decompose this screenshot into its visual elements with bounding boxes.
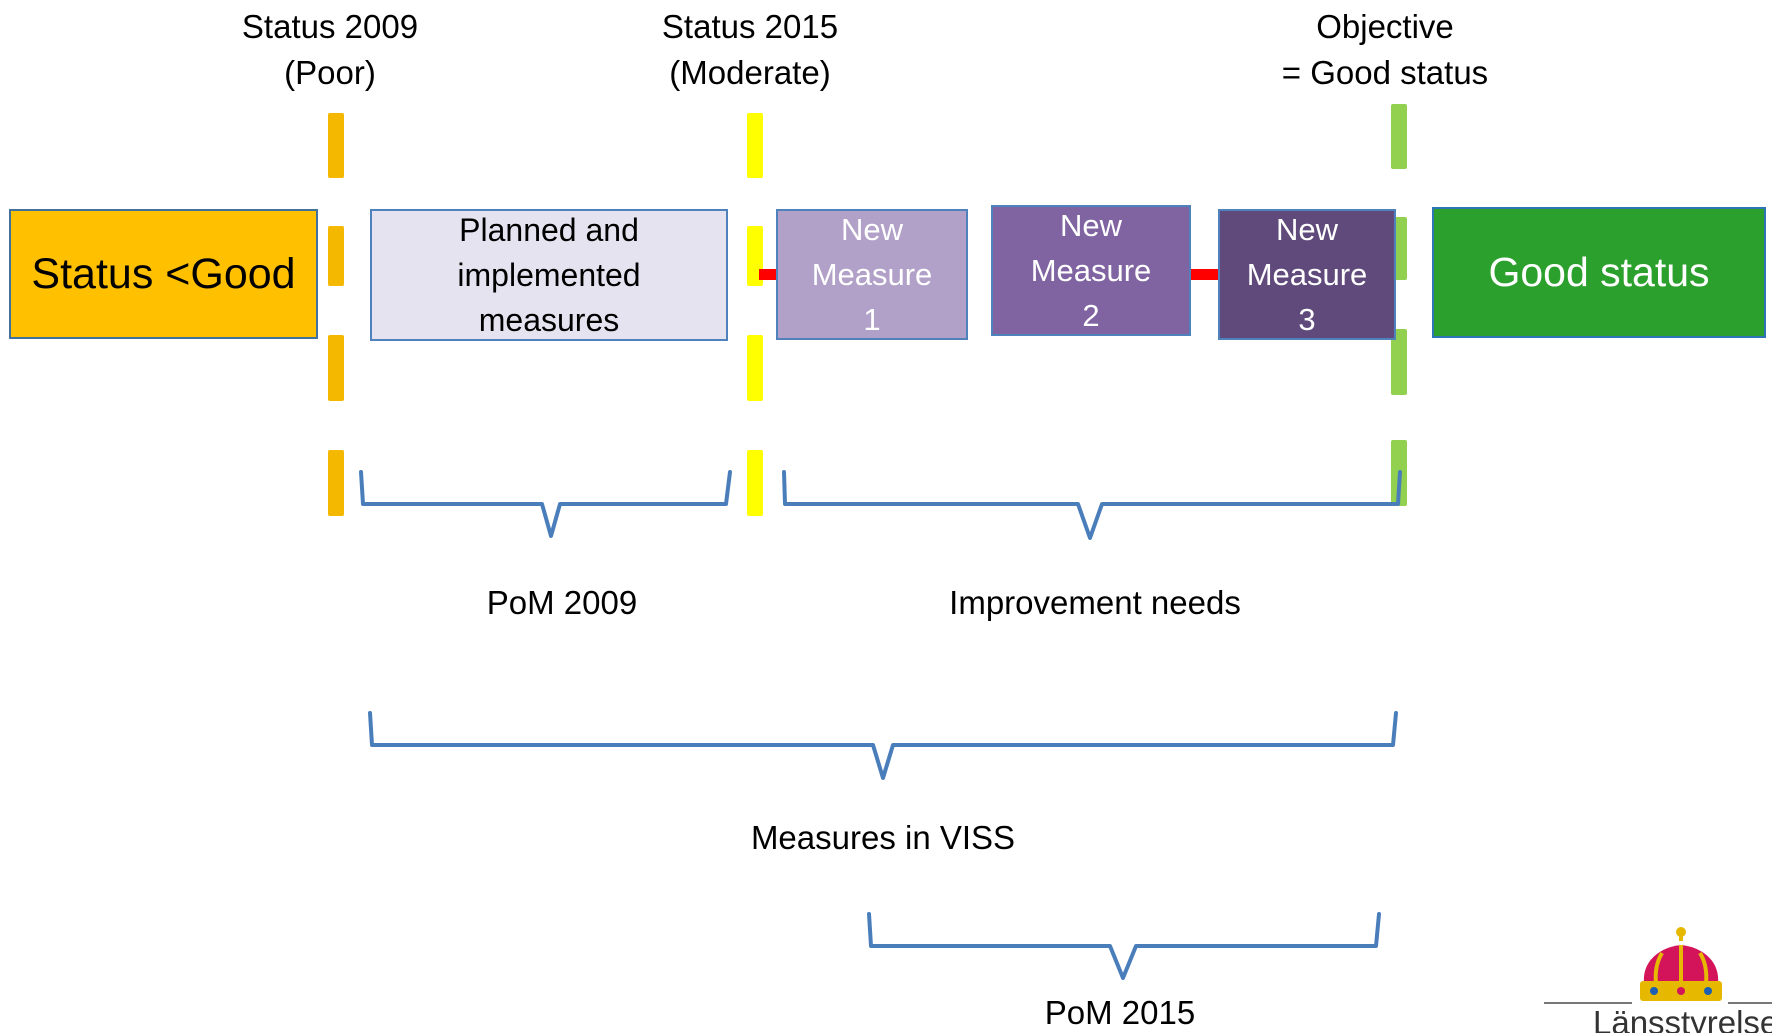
box-label-line1: New bbox=[1275, 212, 1338, 247]
connector-measure-2-to-measure-3 bbox=[1191, 269, 1219, 280]
dash-segment bbox=[328, 450, 344, 516]
brace-pom-2015 bbox=[867, 912, 1381, 980]
crown-icon bbox=[1544, 927, 1772, 1004]
marker-label-line2: (Moderate) bbox=[669, 54, 831, 91]
marker-label-line2: (Poor) bbox=[284, 54, 376, 91]
brace-improvement-needs bbox=[782, 470, 1402, 540]
dash-segment bbox=[328, 226, 344, 286]
box-label: Good status bbox=[1488, 249, 1710, 295]
brace-label-pom-2015: PoM 2015 bbox=[1044, 994, 1196, 1031]
box-label-line1: Planned and bbox=[459, 211, 639, 248]
box-label-line2: Measure bbox=[811, 257, 933, 292]
marker-label-line2: = Good status bbox=[1281, 54, 1489, 91]
marker-label-line1: Status 2009 bbox=[241, 8, 419, 45]
box-label-line2: Measure bbox=[1246, 257, 1368, 292]
box-planned-measures: Planned and implemented measures bbox=[370, 209, 728, 341]
marker-label-objective: Objective = Good status bbox=[1235, 4, 1535, 96]
box-label-line3: 2 bbox=[1082, 298, 1100, 333]
box-new-measure-3: New Measure 3 bbox=[1218, 209, 1396, 340]
connector-moderate-to-measure-1 bbox=[759, 269, 776, 280]
box-status-less-good: Status <Good bbox=[9, 209, 318, 339]
logo-wordmark: Länsstyrelsen bbox=[1593, 1004, 1772, 1033]
box-good-status: Good status bbox=[1432, 207, 1766, 338]
dash-segment bbox=[328, 113, 344, 178]
dash-segment bbox=[747, 113, 763, 178]
brace-label-pom-2009: PoM 2009 bbox=[486, 584, 638, 621]
box-label-line1: New bbox=[1059, 208, 1122, 243]
box-label-line1: New bbox=[840, 212, 903, 247]
brace-pom-2009 bbox=[359, 470, 732, 538]
marker-label-line1: Objective bbox=[1316, 8, 1454, 45]
box-new-measure-1: New Measure 1 bbox=[776, 209, 968, 340]
marker-label-status-2009: Status 2009 (Poor) bbox=[190, 4, 470, 96]
dash-segment bbox=[328, 335, 344, 401]
marker-label-line1: Status 2015 bbox=[661, 8, 839, 45]
brace-label-measures-in-viss: Measures in VISS bbox=[750, 819, 1016, 856]
box-label-line3: measures bbox=[478, 301, 620, 338]
brace-label-improvement-needs: Improvement needs bbox=[949, 584, 1241, 621]
box-label-line3: 1 bbox=[863, 302, 881, 337]
lansstyrelsen-logo: Länsstyrelsen bbox=[1540, 925, 1772, 1033]
box-label: Status <Good bbox=[31, 249, 296, 298]
box-label-line2: Measure bbox=[1030, 253, 1152, 288]
dash-segment bbox=[1391, 329, 1407, 395]
box-label-line3: 3 bbox=[1298, 302, 1316, 337]
box-new-measure-2: New Measure 2 bbox=[991, 205, 1191, 336]
dash-segment bbox=[747, 335, 763, 401]
dash-segment bbox=[1391, 104, 1407, 169]
marker-label-status-2015: Status 2015 (Moderate) bbox=[610, 4, 890, 96]
box-label-line2: implemented bbox=[457, 256, 641, 293]
dash-segment bbox=[747, 450, 763, 516]
brace-measures-in-viss bbox=[368, 711, 1398, 780]
